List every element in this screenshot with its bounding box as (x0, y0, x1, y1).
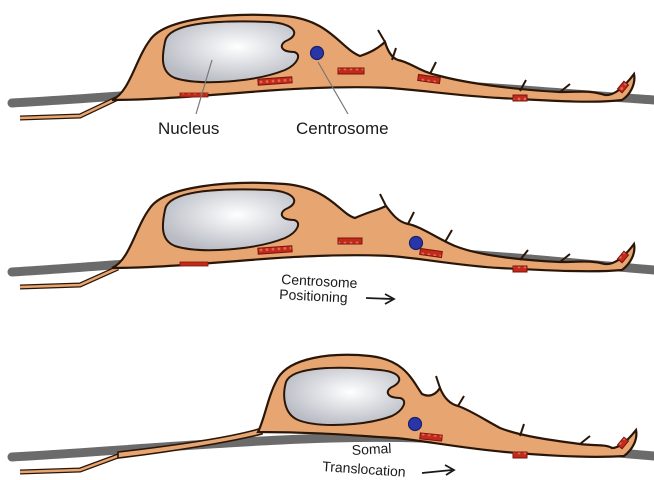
centrosome-dot (311, 47, 324, 60)
adhesion (180, 262, 208, 266)
label-nucleus: Nucleus (158, 119, 219, 138)
panel-2: Centrosome Positioning (12, 183, 654, 306)
adhesion (513, 266, 527, 272)
nucleus (284, 368, 404, 425)
panel-1: Nucleus Centrosome (12, 15, 654, 138)
adhesion (513, 95, 527, 101)
panel-3: Somal Translocation (12, 355, 654, 480)
nucleus (163, 21, 298, 82)
centrosome-dot (410, 237, 423, 250)
adhesion (180, 93, 208, 97)
adhesion (513, 452, 527, 458)
adhesion (338, 68, 364, 74)
adhesion (338, 238, 362, 244)
label-somal: Somal (351, 440, 391, 458)
label-centrosome: Centrosome (296, 119, 389, 138)
label-translocation: Translocation (322, 458, 406, 480)
label-positioning: Positioning (279, 286, 348, 306)
nucleus (163, 189, 298, 250)
arrow-icon (366, 294, 394, 304)
centrosome-dot (409, 418, 422, 431)
arrow-icon (422, 465, 454, 475)
